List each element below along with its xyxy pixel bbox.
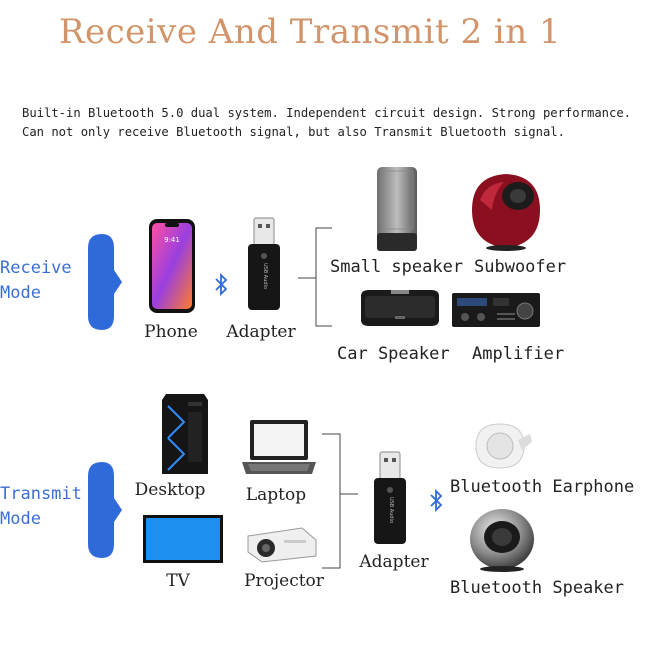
phone-icon: 9:41 — [149, 219, 195, 313]
svg-text:USB Audio: USB Audio — [388, 497, 394, 523]
speaker-icon — [377, 167, 417, 251]
tv-icon — [143, 515, 223, 563]
receive-mode-line2: Mode — [0, 283, 41, 303]
adapter-label-receive: Adapter — [226, 322, 296, 342]
svg-text:9:41: 9:41 — [164, 236, 180, 244]
earphone-icon — [475, 423, 532, 469]
description-line-1: Built-in Bluetooth 5.0 dual system. Inde… — [22, 106, 632, 120]
car-speaker-icon — [361, 290, 439, 326]
output-bluetooth-earphone: Bluetooth Earphone — [450, 477, 635, 497]
source-tv: TV — [166, 571, 190, 591]
transmit-mode-arrow-icon — [88, 462, 122, 558]
svg-text:USB Audio: USB Audio — [262, 263, 268, 289]
laptop-icon — [242, 420, 316, 474]
projector-icon — [247, 527, 317, 563]
receive-mode-arrow-icon — [88, 234, 122, 330]
transmit-bracket — [322, 433, 358, 569]
receive-mode-line1: Receive — [0, 258, 72, 278]
output-small-speaker: Small speaker — [330, 257, 464, 277]
output-amplifier: Amplifier — [472, 344, 565, 364]
output-bluetooth-speaker: Bluetooth Speaker — [450, 578, 624, 598]
usb-adapter-icon: USB Audio — [248, 217, 280, 310]
adapter-label-transmit: Adapter — [359, 552, 429, 572]
usb-adapter-icon-transmit: USB Audio — [374, 451, 406, 544]
bluetooth-icon — [215, 272, 228, 297]
transmit-mode-line2: Mode — [0, 509, 41, 529]
receive-bracket — [298, 227, 332, 327]
bluetooth-icon-transmit — [430, 488, 443, 513]
output-car-speaker: Car Speaker — [337, 344, 450, 364]
source-projector: Projector — [244, 571, 324, 591]
subwoofer-icon — [472, 174, 540, 251]
receive-mode-label: Receive Mode — [0, 256, 72, 306]
transmit-mode-label: Transmit Mode — [0, 482, 82, 532]
source-desktop: Desktop — [134, 480, 206, 500]
page-title: Receive And Transmit 2 in 1 — [58, 12, 562, 52]
desktop-icon — [162, 394, 208, 474]
transmit-mode-line1: Transmit — [0, 484, 82, 504]
description-line-2: Can not only receive Bluetooth signal, b… — [22, 125, 565, 139]
phone-label: Phone — [144, 322, 198, 342]
bluetooth-speaker-icon — [470, 509, 534, 572]
source-laptop: Laptop — [245, 485, 307, 505]
output-subwoofer: Subwoofer — [474, 257, 567, 277]
amplifier-icon — [452, 293, 540, 327]
